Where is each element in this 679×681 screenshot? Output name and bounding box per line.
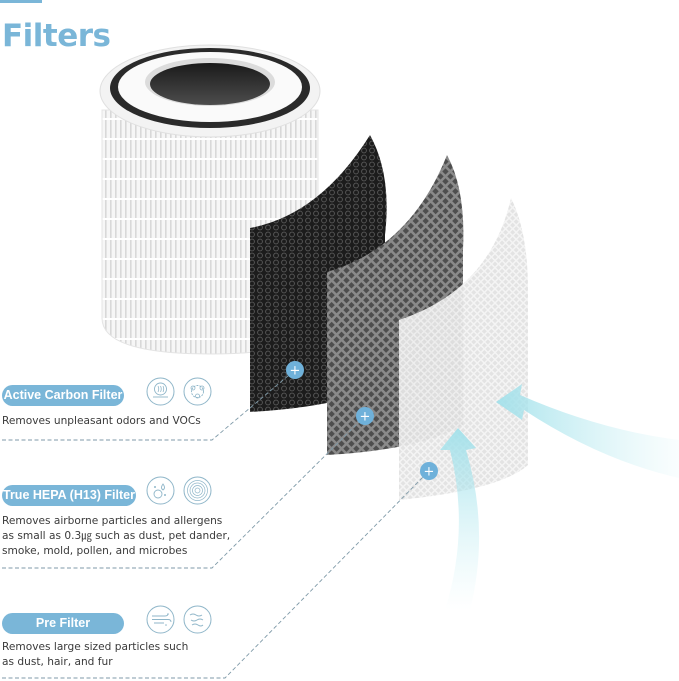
hepa-cylinder (99, 44, 321, 355)
pre-filter-description: Removes large sized particles such as du… (2, 641, 189, 668)
svg-text:+: + (290, 364, 301, 379)
true-hepa-filter-description: Removes airborne particles and allergens… (2, 515, 231, 557)
airflow-arrow-horizontal (496, 384, 679, 478)
airflow-arrow-vertical (440, 428, 480, 610)
svg-text:+: + (360, 410, 371, 425)
hair-icon (183, 605, 212, 634)
svg-text:+: + (424, 465, 435, 480)
true-hepa-filter-label: True HEPA (H13) Filter (2, 485, 136, 506)
odor-icon (146, 377, 175, 406)
pre-sheet (399, 198, 528, 500)
microbe-icon (183, 476, 212, 505)
pre-filter-label: Pre Filter (2, 613, 124, 634)
markers: + + + (286, 361, 438, 480)
voc-molecule-icon (183, 377, 212, 406)
wind-dust-icon (146, 605, 175, 634)
page-title: Filters (2, 18, 111, 54)
active-carbon-filter-label: Active Carbon Filter (2, 385, 124, 406)
active-carbon-filter-description: Removes unpleasant odors and VOCs (2, 415, 201, 427)
title-accent-bar (0, 0, 42, 3)
particles-icon (146, 476, 175, 505)
